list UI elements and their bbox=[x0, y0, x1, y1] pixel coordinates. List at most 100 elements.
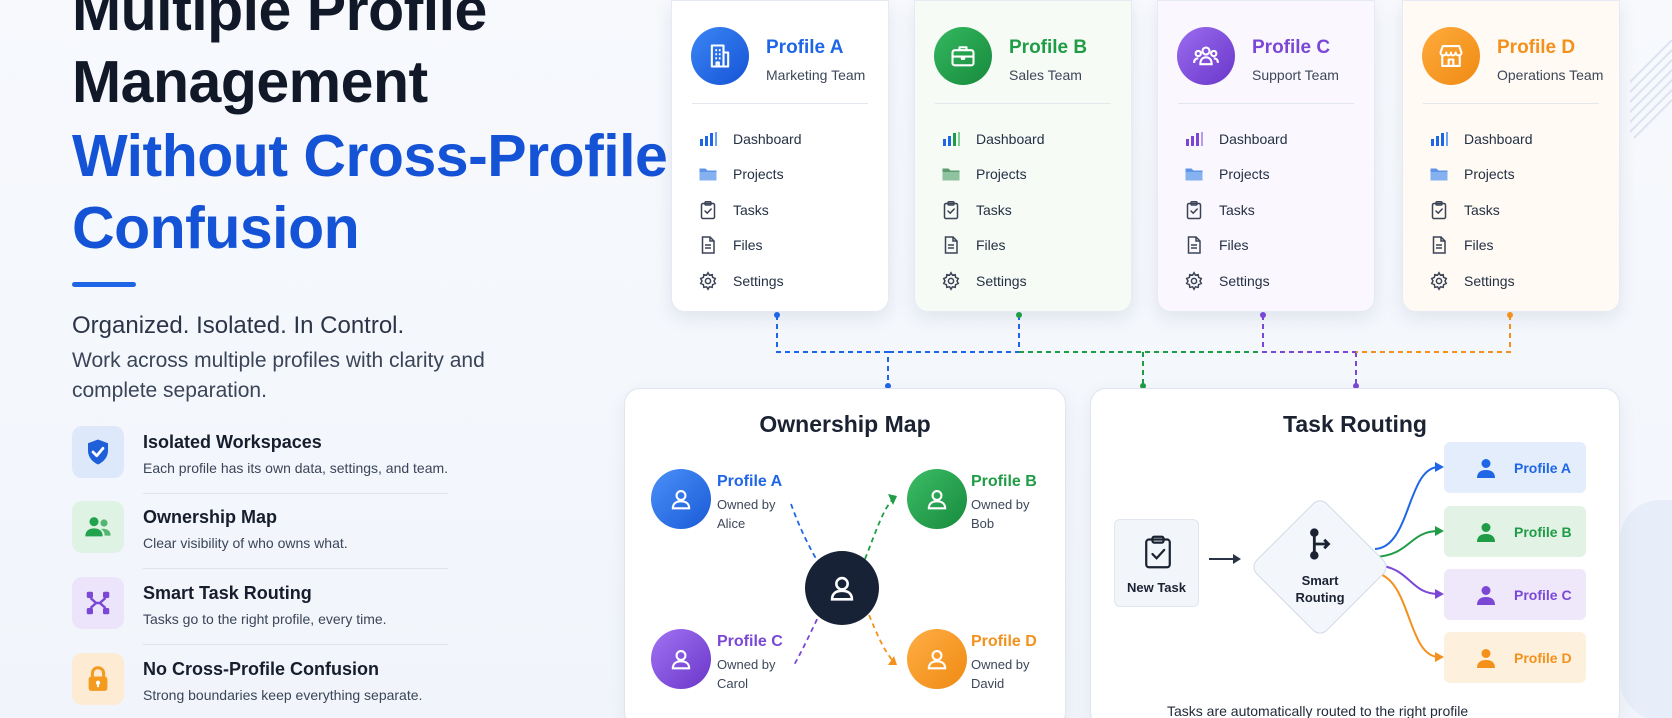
feature-desc: Each profile has its own data, settings,… bbox=[143, 460, 449, 476]
card-separator bbox=[1423, 103, 1599, 104]
menu-item-label: Projects bbox=[1464, 166, 1515, 183]
lock-icon bbox=[72, 653, 124, 705]
menu-item-tasks[interactable]: Tasks bbox=[1184, 192, 1288, 228]
menu-item-settings[interactable]: Settings bbox=[1429, 263, 1533, 299]
user-icon bbox=[1477, 648, 1495, 668]
profile-name: Profile A bbox=[766, 37, 844, 58]
store-icon bbox=[1422, 27, 1480, 85]
gear-icon bbox=[699, 271, 717, 291]
menu-item-projects[interactable]: Projects bbox=[1184, 157, 1288, 193]
bar-chart-icon bbox=[943, 131, 960, 146]
feature-title: Ownership Map bbox=[143, 507, 278, 527]
route-target-profile-a[interactable]: Profile A bbox=[1444, 442, 1586, 493]
folder-icon bbox=[1430, 168, 1448, 181]
menu-item-label: Files bbox=[733, 237, 763, 254]
feature-divider bbox=[143, 493, 448, 494]
feature-divider bbox=[143, 568, 448, 569]
menu-item-tasks[interactable]: Tasks bbox=[1429, 192, 1533, 228]
menu-item-settings[interactable]: Settings bbox=[698, 263, 802, 299]
new-task-node[interactable]: New Task bbox=[1114, 519, 1199, 607]
intro-text: Work across multiple profiles with clari… bbox=[72, 349, 485, 402]
feature-smart-task-routing: Smart Task Routing Tasks go to the right… bbox=[72, 577, 452, 639]
users-icon bbox=[72, 501, 124, 553]
new-task-label: New Task bbox=[1126, 580, 1186, 595]
card-separator bbox=[692, 103, 868, 104]
feature-title: Isolated Workspaces bbox=[143, 432, 322, 452]
menu-item-label: Files bbox=[1219, 237, 1249, 254]
owner-profile-name: Profile D bbox=[971, 633, 1037, 650]
building-icon bbox=[691, 27, 749, 85]
feature-desc: Strong boundaries keep everything separa… bbox=[143, 687, 423, 703]
route-target-profile-d[interactable]: Profile D bbox=[1444, 632, 1586, 683]
menu-item-projects[interactable]: Projects bbox=[941, 157, 1045, 193]
hero-title-line-2: Management bbox=[72, 49, 428, 115]
panel-title: Task Routing bbox=[1283, 411, 1427, 437]
route-target-label: Profile D bbox=[1514, 649, 1572, 666]
menu-item-projects[interactable]: Projects bbox=[698, 157, 802, 193]
menu-item-label: Dashboard bbox=[976, 130, 1045, 147]
central-user-icon bbox=[805, 551, 879, 625]
profile-card-a[interactable]: Profile A Marketing Team Dashboard Proje… bbox=[671, 0, 889, 312]
card-connectors bbox=[774, 312, 1513, 389]
menu-item-dashboard[interactable]: Dashboard bbox=[698, 121, 802, 157]
menu-item-files[interactable]: Files bbox=[698, 228, 802, 264]
menu-item-dashboard[interactable]: Dashboard bbox=[1429, 121, 1533, 157]
tagline: Organized. Isolated. In Control. bbox=[72, 312, 405, 339]
menu-item-tasks[interactable]: Tasks bbox=[941, 192, 1045, 228]
owned-by-label: Owned by bbox=[717, 657, 776, 672]
feature-ownership-map: Ownership Map Clear visibility of who ow… bbox=[72, 501, 452, 563]
file-icon bbox=[701, 236, 715, 254]
menu-item-dashboard[interactable]: Dashboard bbox=[941, 121, 1045, 157]
menu-item-label: Projects bbox=[733, 166, 784, 183]
feature-no-cross-profile-confusion: No Cross-Profile Confusion Strong bounda… bbox=[72, 653, 452, 715]
profile-team: Marketing Team bbox=[766, 67, 866, 83]
hero-title-line-1: Multiple Profile bbox=[72, 0, 487, 43]
folder-icon bbox=[1185, 168, 1203, 181]
clipboard-check-icon bbox=[1145, 535, 1171, 569]
menu-item-files[interactable]: Files bbox=[941, 228, 1045, 264]
feature-desc: Tasks go to the right profile, every tim… bbox=[143, 611, 387, 627]
feature-desc: Clear visibility of who owns what. bbox=[143, 535, 348, 551]
smart-routing-label: Smart Routing bbox=[1270, 572, 1370, 606]
bar-chart-icon bbox=[1431, 131, 1448, 146]
menu-item-dashboard[interactable]: Dashboard bbox=[1184, 121, 1288, 157]
user-icon bbox=[1477, 585, 1495, 605]
menu-item-tasks[interactable]: Tasks bbox=[698, 192, 802, 228]
clipboard-check-icon bbox=[943, 200, 959, 219]
menu-item-projects[interactable]: Projects bbox=[1429, 157, 1533, 193]
menu-item-label: Tasks bbox=[733, 201, 769, 218]
task-routing-panel: Task Routing New Task Smart Routing Prof… bbox=[1090, 388, 1620, 718]
accent-bar bbox=[72, 282, 136, 287]
profile-card-b[interactable]: Profile B Sales Team Dashboard Projects … bbox=[914, 0, 1132, 312]
menu-item-settings[interactable]: Settings bbox=[941, 263, 1045, 299]
file-icon bbox=[944, 236, 958, 254]
profile-card-d[interactable]: Profile D Operations Team Dashboard Proj… bbox=[1402, 0, 1620, 312]
menu-item-settings[interactable]: Settings bbox=[1184, 263, 1288, 299]
menu-item-files[interactable]: Files bbox=[1184, 228, 1288, 264]
profile-name: Profile D bbox=[1497, 37, 1576, 58]
ownership-map-panel: Ownership Map Profile A Owned by Alice P… bbox=[624, 388, 1066, 718]
routing-icon bbox=[72, 577, 124, 629]
menu-item-files[interactable]: Files bbox=[1429, 228, 1533, 264]
route-target-profile-b[interactable]: Profile B bbox=[1444, 506, 1586, 557]
smart-routing-line-2: Routing bbox=[1295, 590, 1345, 605]
routing-links bbox=[1209, 462, 1444, 662]
smart-routing-line-1: Smart bbox=[1301, 573, 1339, 588]
bar-chart-icon bbox=[700, 131, 717, 146]
gear-icon bbox=[942, 271, 960, 291]
user-icon bbox=[651, 469, 711, 529]
route-target-label: Profile C bbox=[1514, 586, 1572, 603]
team-icon bbox=[1177, 27, 1235, 85]
owned-by-label: Owned by bbox=[971, 657, 1030, 672]
route-target-label: Profile A bbox=[1514, 459, 1572, 476]
card-separator bbox=[1178, 103, 1354, 104]
decorative-shape bbox=[1620, 500, 1672, 718]
user-icon bbox=[1477, 458, 1495, 478]
profile-card-c[interactable]: Profile C Support Team Dashboard Project… bbox=[1157, 0, 1375, 312]
route-target-profile-c[interactable]: Profile C bbox=[1444, 569, 1586, 620]
menu-item-label: Files bbox=[976, 237, 1006, 254]
folder-icon bbox=[942, 168, 960, 181]
split-route-icon bbox=[1310, 528, 1331, 560]
menu-item-label: Projects bbox=[1219, 166, 1270, 183]
menu-item-label: Settings bbox=[1219, 272, 1270, 289]
